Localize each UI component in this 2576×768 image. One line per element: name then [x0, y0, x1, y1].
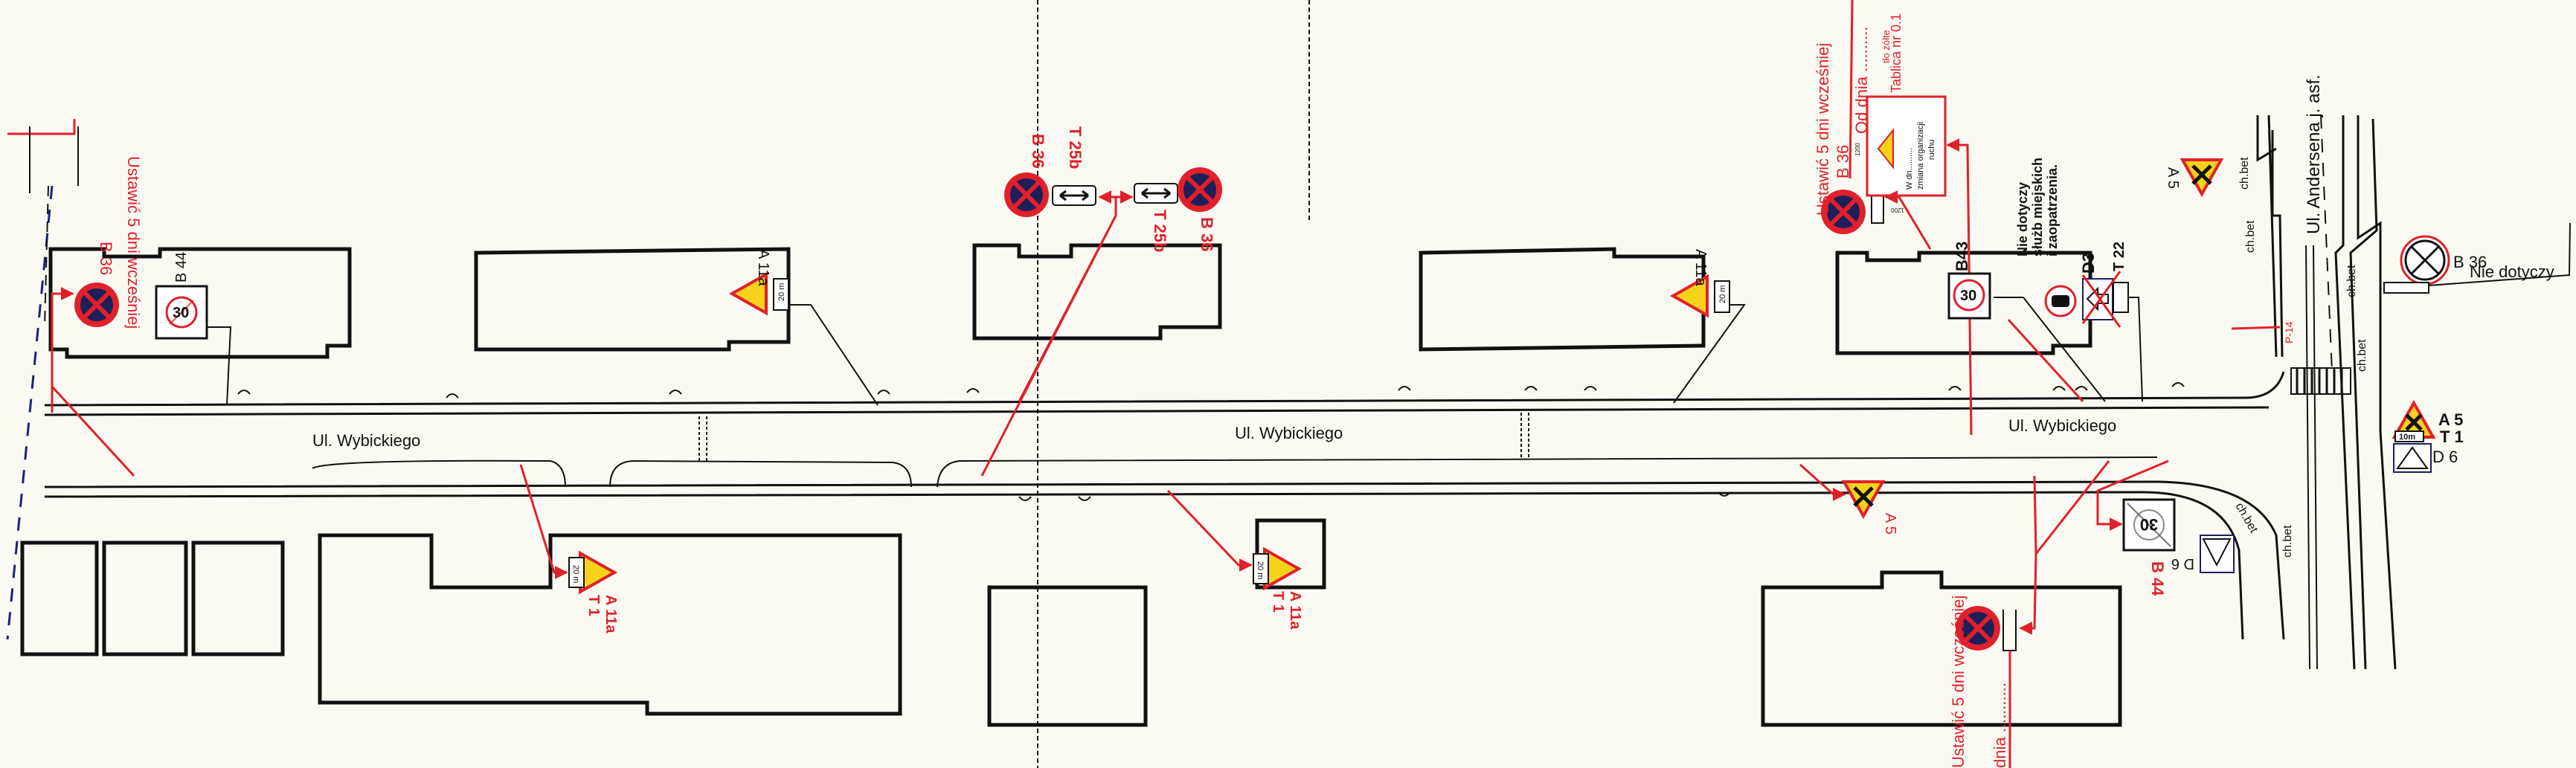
board-text: W dn..........	[1905, 148, 1914, 190]
sign-code-label: B43	[1953, 242, 1971, 271]
sign-code-label: A 11a	[1287, 591, 1303, 630]
sign-value: 30	[1960, 288, 1976, 304]
surface-label: ch.bet	[2238, 157, 2251, 190]
sign-code-label: B 36	[2453, 253, 2487, 271]
sign-code-label: T 25b	[1151, 210, 1169, 252]
road-andersena: Ul. Andersena j. asf. ch.bet ch.bet ch.b…	[2233, 74, 2397, 670]
sign-code-label: A 11a	[603, 595, 619, 633]
no-stopping-sign-icon	[74, 283, 119, 327]
exemption-note: Nie dotyczy	[2470, 262, 2554, 281]
surface-label: ch.bet	[2244, 220, 2257, 253]
info-board-tablica: W dn.......... zmiana organizacji ruchu …	[1854, 95, 1947, 213]
sign-group-south-a11a-1[interactable]: 20 m T 1 A 11a	[519, 464, 619, 633]
sign-group-west[interactable]: B 36 Ustawić 5 dni wcześniej 30 B 44	[51, 156, 232, 477]
exemption-note: i zaopatrzenia.	[2045, 164, 2060, 256]
pedestrian-crossing-sign-icon	[2393, 443, 2432, 473]
dimension-label: 1200	[1891, 207, 1904, 213]
sign-group-north-a11a-1[interactable]: 20 m A 11a	[730, 249, 879, 406]
street-label-andersena: Ul. Andersena j. asf.	[2304, 74, 2324, 234]
board-number-note: Tablica nr 0.1	[1889, 13, 1904, 93]
distance-plate: 20 m	[1256, 561, 1265, 579]
pedestrian-crossing	[2290, 367, 2351, 395]
dimension-label: 1200	[1854, 143, 1861, 156]
board-background-note: tło żółte	[1880, 30, 1892, 63]
sign-group-south-a11a-2[interactable]: 20 m T 1 A 11a	[1166, 489, 1303, 630]
sign-code-label: D3	[2079, 253, 2098, 274]
sign-group-southeast[interactable]: Ustawić 5 dni wcześniej dnia ...........…	[1949, 459, 2235, 768]
distance-plate: 10m	[2399, 433, 2415, 442]
sign-group-northeast[interactable]: Ustawić 5 dni wcześniej B 36 Od dnia ...…	[1814, 0, 2223, 436]
exemption-note: służb miejskich	[2030, 158, 2045, 256]
board-text: zmiana organizacji	[1916, 122, 1925, 190]
end-limit-slash	[2127, 503, 2171, 547]
buildings	[20, 0, 2122, 768]
sign-code-label: A 11a	[1692, 249, 1709, 287]
street-label-wybickiego-west: Ul. Wybickiego	[312, 431, 420, 450]
sign-code-label: B 44	[2148, 561, 2167, 596]
sign-code-label: T 1	[1270, 591, 1286, 613]
sign-code-label: A 5	[2438, 410, 2463, 429]
sign-value: 30	[173, 305, 189, 321]
sign-code-label: T 22	[2111, 242, 2127, 271]
road-wybickiego: Ul. Wybickiego Ul. Wybickiego Ul. Wybick…	[44, 371, 2285, 640]
sign-code-label: B 36	[97, 242, 115, 275]
sign-group-east[interactable]: B 36 Nie dotyczy 10m A 5 T 1 D 6 P-14	[2231, 222, 2571, 473]
sign-code-label: D 6	[2432, 448, 2458, 466]
sign-code-label: D 6	[2171, 555, 2194, 572]
placement-note: Ustawić 5 dni wcześniej	[124, 156, 143, 329]
sign-code-label: T 25b	[1066, 126, 1085, 169]
sign-code-label: B 36	[1029, 134, 1047, 168]
tree-marks	[237, 382, 2185, 501]
street-label-wybickiego-middle: Ul. Wybickiego	[1235, 424, 1343, 442]
sign-group-center[interactable]: B 36 T 25b T 25b B 36	[980, 126, 1222, 477]
distance-plate: 20 m	[777, 283, 786, 301]
sign-code-label: P-14	[2283, 321, 2295, 343]
sign-code-label: T 1	[585, 595, 602, 616]
sign-group-south-a5[interactable]: A 5	[1799, 463, 1898, 535]
plot-boundary	[6, 119, 79, 640]
no-stopping-sign-icon	[1178, 167, 1222, 212]
board-text: ruchu	[1927, 139, 1936, 160]
uneven-road-warning-icon	[1263, 548, 1300, 590]
surface-label: ch.bet	[2233, 501, 2261, 536]
sign-code-label: B 36	[1198, 217, 1216, 251]
date-note: dnia ...........	[1991, 683, 2009, 768]
surface-label: ch.bet	[2281, 525, 2294, 558]
bicycle-plate-icon	[2113, 282, 2129, 313]
sign-code-label: A 5	[1882, 513, 1898, 535]
placement-note: Ustawić 5 dni wcześniej	[1814, 43, 1832, 216]
sign-code-label: B 44	[173, 252, 190, 283]
no-stopping-sign-icon	[1004, 172, 1049, 217]
sign-group-north-a11a-2[interactable]: 20 m A 11a	[1671, 249, 1746, 404]
street-label-wybickiego-east: Ul. Wybickiego	[2008, 416, 2116, 435]
sign-code-label: T 1	[2440, 427, 2464, 446]
surface-label: ch.bet	[2356, 339, 2368, 372]
end-limit-slash	[169, 300, 194, 325]
sign-value: 30	[2140, 515, 2158, 534]
two-way-traffic-warning-icon	[1877, 128, 1894, 170]
exemption-note: Nie dotyczy	[2015, 182, 2030, 256]
sign-code-label: A 5	[2165, 167, 2181, 189]
surface-label: ch.bet	[2345, 265, 2358, 297]
p14-barrier: P-14	[2231, 321, 2295, 343]
distance-plate: 20 m	[571, 565, 580, 583]
placement-note: Ustawić 5 dni wcześniej	[1949, 596, 1968, 768]
end-speed-limit-sign-icon	[155, 285, 208, 340]
sign-code-label: A 11a	[755, 249, 771, 287]
uneven-road-warning-icon	[579, 552, 616, 593]
distance-plate: 20 m	[1718, 285, 1727, 303]
